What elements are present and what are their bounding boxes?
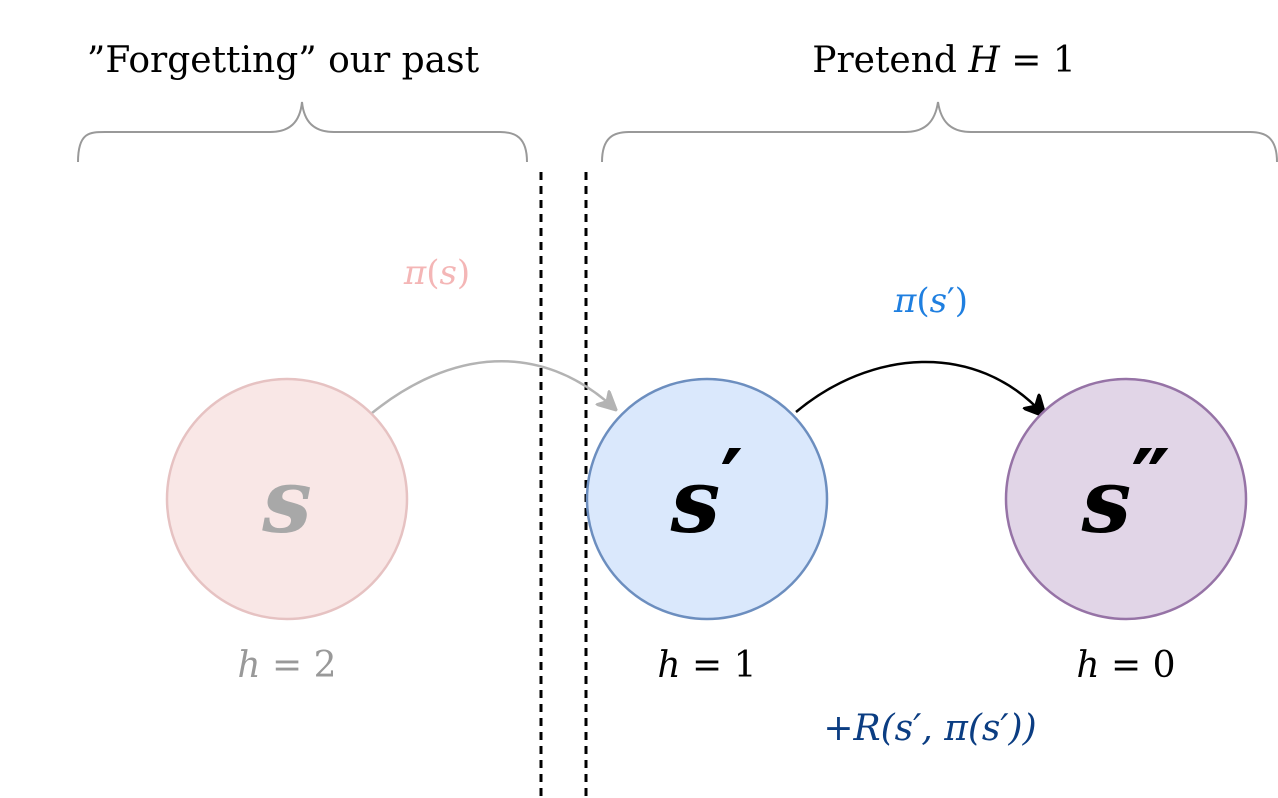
left-brace (77, 101, 528, 163)
edge-label-pi-s-arg: s (439, 253, 456, 293)
edge-arrow-s-to-s-prime (371, 360, 614, 414)
right-title-suffix: = 1 (1000, 40, 1076, 81)
edge-label-pi-sp-close: ) (955, 281, 968, 321)
right-title-var: H (967, 40, 1000, 81)
edge-arrow-s-prime-to-s-double-prime (795, 360, 1043, 414)
left-section-title: ”Forgetting” our past (87, 40, 480, 81)
node-s-prime[interactable] (585, 377, 829, 621)
edge-label-pi-sp-fn: π (893, 281, 917, 321)
node-s-double-prime-label: s″ (1081, 429, 1171, 553)
level-h0-var: h (1076, 645, 1099, 686)
reward-args: (s′, π(s′)) (881, 708, 1037, 749)
right-brace (601, 101, 1278, 163)
reward-fn: R (853, 708, 881, 749)
level-label-h0: h = 0 (1076, 645, 1175, 686)
edge-label-pi-sp-prime: ′ (947, 281, 955, 321)
level-h2-var: h (237, 645, 260, 686)
node-spp-prime: ″ (1131, 429, 1170, 533)
level-label-h2: h = 2 (237, 645, 336, 686)
level-h0-value: = 0 (1100, 645, 1176, 686)
edge-label-pi-sp-open: ( (916, 281, 929, 321)
node-s-prime-label: s′ (670, 429, 744, 553)
reward-prefix: + (823, 708, 853, 749)
right-section-title: Pretend H = 1 (812, 40, 1076, 81)
edge-label-pi-s-open: ( (426, 253, 439, 293)
level-h1-var: h (657, 645, 680, 686)
level-h2-value: = 2 (261, 645, 337, 686)
edge-label-pi-sp-arg: s (930, 281, 947, 321)
level-label-h1: h = 1 (657, 645, 756, 686)
node-sp-prime: ′ (720, 429, 743, 533)
edge-label-pi-s-close: ) (457, 253, 470, 293)
edge-label-pi-s-prime: π(s′) (893, 281, 968, 321)
node-s-double-prime[interactable] (1004, 377, 1248, 621)
edge-label-pi-s-fn: π (403, 253, 427, 293)
right-title-prefix: Pretend (812, 40, 968, 81)
node-sp-symbol: s (670, 449, 721, 553)
node-s[interactable] (165, 377, 409, 621)
node-s-symbol: s (261, 449, 312, 553)
node-spp-symbol: s (1081, 449, 1132, 553)
reward-label: +R(s′, π(s′)) (823, 708, 1036, 749)
edge-label-pi-s: π(s) (403, 253, 470, 293)
level-h1-value: = 1 (681, 645, 757, 686)
node-s-label: s (261, 449, 312, 553)
